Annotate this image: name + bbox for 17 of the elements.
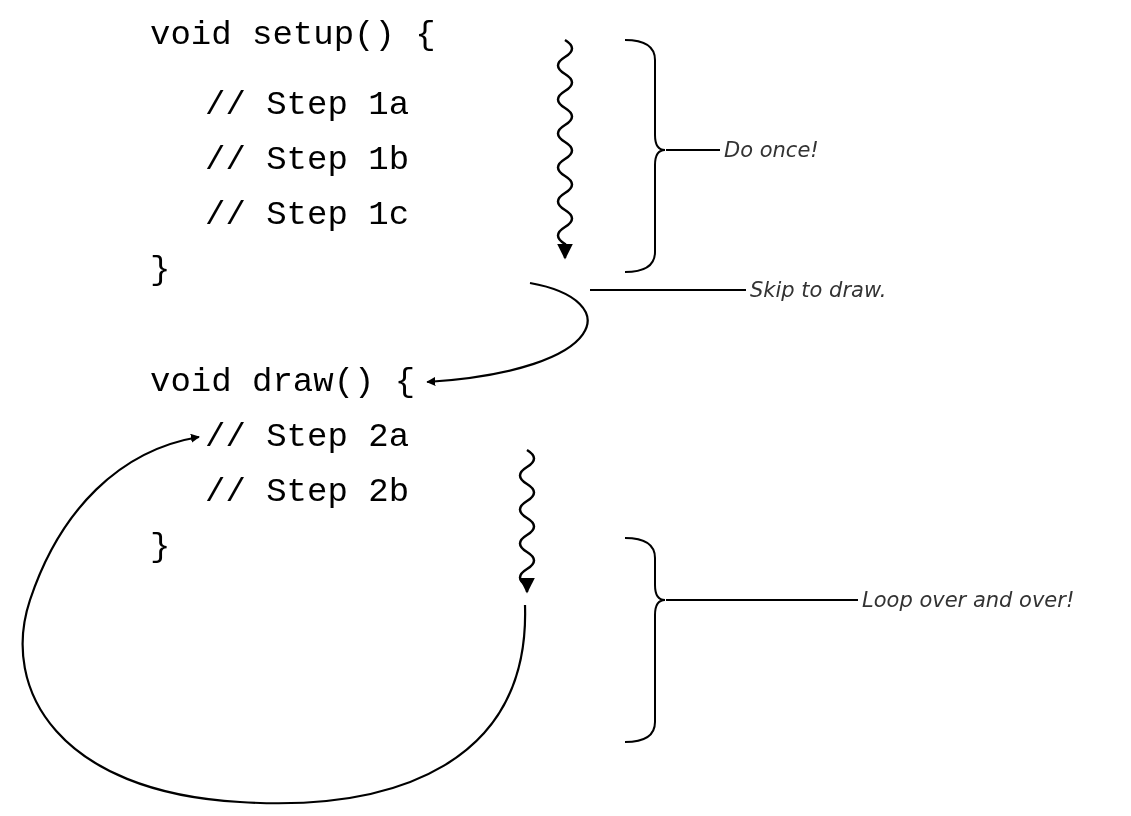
code-line: // Step 1b [205,140,410,180]
code-line: // Step 1a [205,85,410,125]
code-line: // Step 2a [205,417,410,457]
annotation-text: Loop over and over! [862,580,1075,620]
code-line: } [150,250,171,290]
leader-line [589,289,747,291]
annotation-text: Do once! [724,130,819,170]
curly-bracket [624,537,667,743]
code-line: } [150,527,171,567]
code-line: // Step 2b [205,472,410,512]
curved-arrow [21,434,527,805]
annotation-text: Skip to draw. [750,270,887,310]
code-line: // Step 1c [205,195,410,235]
code-line: void draw() { [150,362,416,402]
code-line: void setup() { [150,15,436,55]
curved-arrow [426,281,589,386]
curly-bracket [624,39,667,273]
